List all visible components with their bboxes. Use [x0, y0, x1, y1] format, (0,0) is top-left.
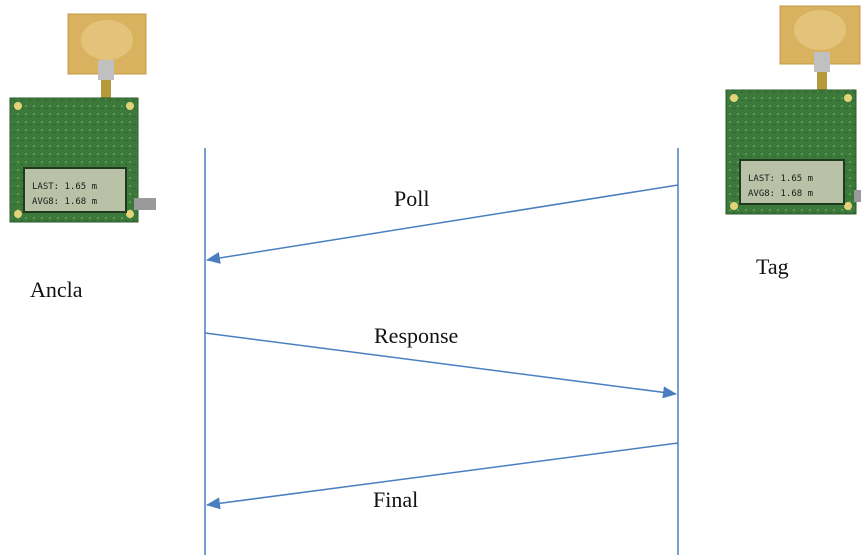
- poll-arrow: [206, 184, 679, 264]
- poll-label: Poll: [394, 186, 430, 211]
- response-arrow: [204, 332, 677, 399]
- tag-label: Tag: [756, 254, 789, 279]
- tag-lcd-line1: LAST: 1.65 m: [748, 174, 813, 184]
- response-label: Response: [374, 323, 459, 348]
- tag-device-image: LAST: 1.65 m AVG8: 1.68 m: [725, 5, 861, 215]
- final-arrow: [206, 442, 679, 510]
- anchor-label: Ancla: [30, 277, 83, 302]
- tag-lcd-line2: AVG8: 1.68 m: [748, 189, 813, 199]
- final-label: Final: [373, 487, 419, 512]
- anchor-lcd-line1: LAST: 1.65 m: [32, 182, 97, 192]
- anchor-lcd-line2: AVG8: 1.68 m: [32, 197, 97, 207]
- anchor-device-image: LAST: 1.65 m AVG8: 1.68 m: [9, 13, 156, 223]
